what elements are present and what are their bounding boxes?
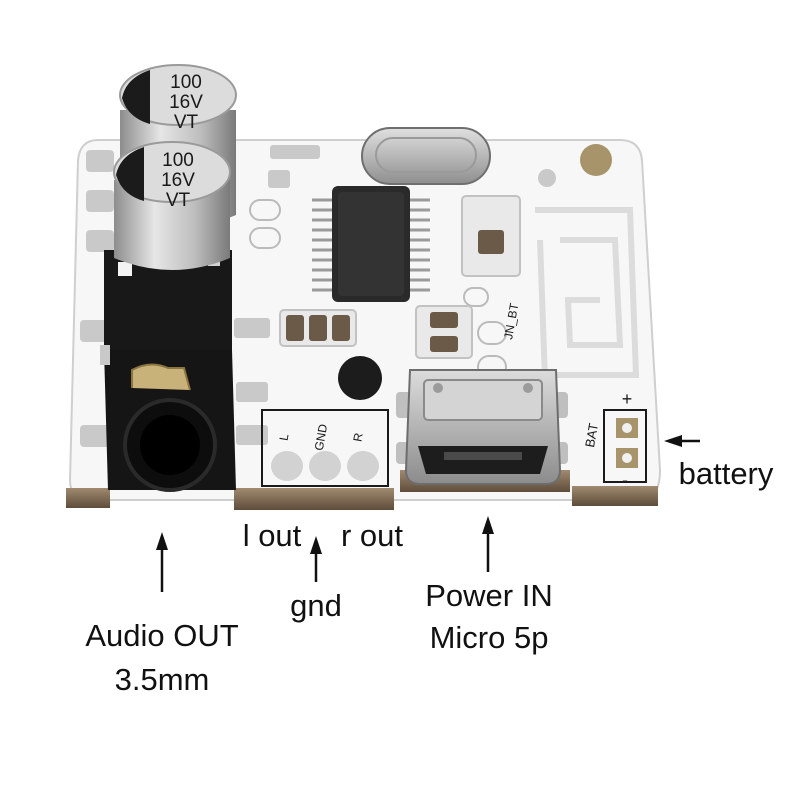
arrow-gnd <box>310 536 322 582</box>
audio-jack <box>100 250 236 492</box>
pad-label-gnd: GND <box>312 423 330 452</box>
antenna-ref-label: JN_BT <box>501 301 521 340</box>
label-audio-out: Audio OUT <box>85 618 239 653</box>
test-pad <box>538 169 556 187</box>
label-3-5mm: 3.5mm <box>114 662 210 697</box>
capacitor-front: 100 16V VT <box>113 141 231 270</box>
label-gnd: gnd <box>290 588 342 623</box>
micro-usb-connector <box>396 369 568 485</box>
label-r-out: r out <box>340 518 404 553</box>
pad-label-r: R <box>350 431 365 442</box>
bat-silkscreen: BAT <box>582 422 601 449</box>
battery-pads <box>603 409 647 483</box>
capacitor-series: VT <box>166 190 191 211</box>
bat-minus-silkscreen: - <box>622 470 628 490</box>
capacitor-voltage: 16V <box>161 170 195 191</box>
smd-components <box>234 145 521 445</box>
capacitor-value: 100 <box>170 72 202 93</box>
arrow-battery <box>664 435 700 447</box>
capacitor-series: VT <box>174 112 199 133</box>
bat-plus-silkscreen: + <box>622 389 633 409</box>
pad-label-l: L <box>277 432 292 441</box>
antenna-trace <box>535 207 640 381</box>
label-micro-5p: Micro 5p <box>429 620 549 655</box>
capacitor-voltage: 16V <box>169 92 203 113</box>
label-l-out: l out <box>242 518 302 553</box>
annotation-arrows <box>156 435 700 592</box>
audio-pads <box>261 409 389 487</box>
arrow-audio-out <box>156 532 168 592</box>
arrow-power-in <box>482 516 494 572</box>
capacitor-value: 100 <box>162 150 194 171</box>
label-power-in: Power IN <box>425 578 553 613</box>
crystal-oscillator <box>361 127 491 185</box>
bluetooth-chip <box>312 186 430 302</box>
test-pad <box>580 144 612 176</box>
label-battery: battery <box>678 456 774 491</box>
